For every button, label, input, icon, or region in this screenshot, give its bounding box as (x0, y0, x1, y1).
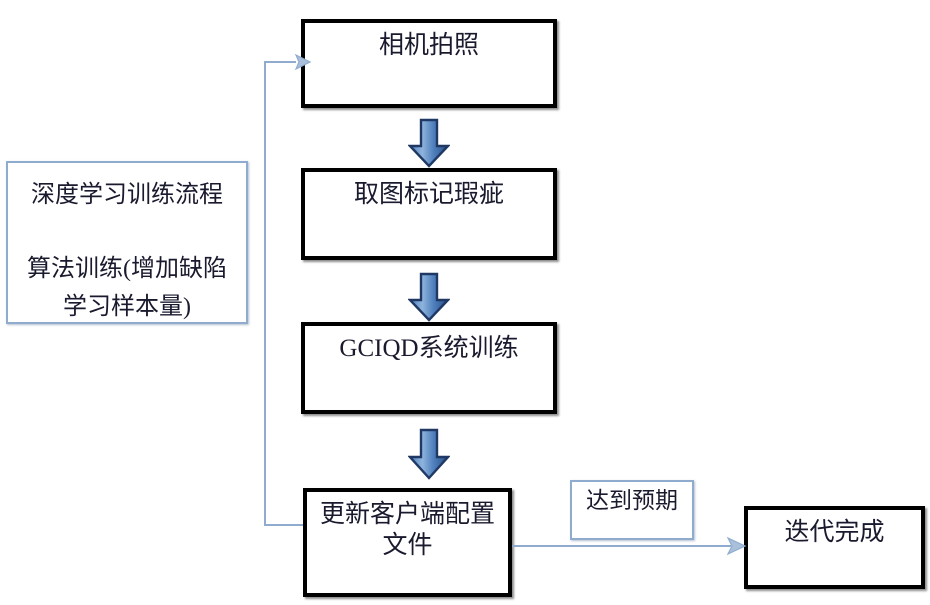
image-defect-marking-label: 取图标记瑕疵 (353, 181, 504, 208)
deep-learning-training-note-label: 深度学习训练流程 算法训练(增加缺陷 学习样本量) (27, 182, 227, 320)
down-arrow-step2-to-step3 (408, 272, 450, 322)
iteration-complete-box: 迭代完成 (744, 506, 925, 589)
down-arrow-step1-to-step2 (408, 118, 450, 168)
update-client-config-box: 更新客户端配置 文件 (303, 488, 512, 597)
camera-capture-label: 相机拍照 (378, 32, 479, 59)
iteration-complete-label: 迭代完成 (784, 519, 885, 546)
gciqd-system-training-box: GCIQD系统训练 (301, 322, 557, 414)
down-arrow-step3-to-step4 (408, 428, 450, 480)
gciqd-system-training-label: GCIQD系统训练 (339, 335, 519, 362)
image-defect-marking-box: 取图标记瑕疵 (301, 168, 557, 260)
reached-expectation-note: 达到预期 (570, 480, 694, 540)
update-client-config-label: 更新客户端配置 文件 (319, 501, 495, 559)
deep-learning-training-note: 深度学习训练流程 算法训练(增加缺陷 学习样本量) (6, 161, 248, 324)
reached-expectation-label: 达到预期 (586, 488, 678, 513)
